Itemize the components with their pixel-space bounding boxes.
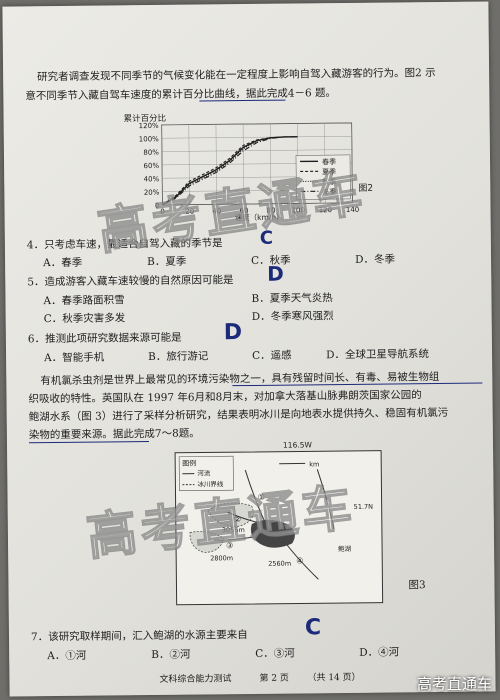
q5-handwritten-answer: D xyxy=(267,261,284,286)
passage2-line2: 织吸收的特性。英国队在 1997 年6月和8月末，对加拿大落基山脉弗朗茨国家公园… xyxy=(28,389,422,406)
series-line-2 xyxy=(162,136,298,206)
q5-stem: 5．造成游客入藏车速较慢的自然原因可能是 xyxy=(27,274,234,289)
footer-subject: 文科综合能力测试 xyxy=(159,674,232,685)
figure2-x-title: 速度（km/h） xyxy=(235,212,284,223)
q7-option-b[interactable]: B．②河 xyxy=(151,648,191,662)
latitude-label: 51.7N xyxy=(354,503,374,511)
q5-option-a[interactable]: A．春季路面积雪 xyxy=(43,294,125,308)
legend-label: 秋季 xyxy=(322,177,336,186)
q6-handwritten-answer: D xyxy=(223,320,243,346)
y-tick-label: 120% xyxy=(139,122,159,130)
legend-river-label: 河流 xyxy=(197,468,211,477)
figure3-caption: 图3 xyxy=(408,579,426,592)
longitude-label: 116.5W xyxy=(283,440,313,449)
handwritten-underline xyxy=(199,99,286,102)
elevation-1: 3055m xyxy=(222,526,245,534)
q5-option-d[interactable]: D．冬季寒风强烈 xyxy=(251,310,334,323)
river-5 xyxy=(316,469,335,530)
q4-option-d[interactable]: D．冬季 xyxy=(355,253,396,266)
y-gridline xyxy=(161,149,352,152)
handwritten-underline-3 xyxy=(28,441,149,444)
x-tick-label: 20 xyxy=(185,208,194,216)
footer-total: （共 14 页） xyxy=(307,672,361,684)
corner-watermark: 高考直通车 xyxy=(416,675,492,693)
x-gridline xyxy=(161,124,163,205)
marker-3: ③ xyxy=(226,541,233,550)
glacier-area-1 xyxy=(207,502,254,527)
figure2-y-title: 累计百分比 xyxy=(124,113,167,124)
x-gridline xyxy=(215,124,217,205)
x-tick-label: 140 xyxy=(346,206,359,214)
x-gridline xyxy=(188,124,190,205)
q7-handwritten-answer: C xyxy=(304,615,322,641)
legend-label: 春季 xyxy=(322,157,336,166)
river-4 xyxy=(285,543,319,580)
q4-option-b[interactable]: B．夏季 xyxy=(147,255,187,269)
y-gridline xyxy=(161,122,352,126)
q6-option-c[interactable]: C．遥感 xyxy=(252,349,292,362)
figure2-caption: 图2 xyxy=(358,183,373,194)
scale-label: km xyxy=(309,460,319,468)
y-tick-label: 100% xyxy=(139,135,159,143)
marker-2: ② xyxy=(234,515,241,524)
q7-option-d[interactable]: D．④河 xyxy=(359,646,400,659)
lake-label: 鲍湖 xyxy=(338,544,352,553)
legend-label: 夏季 xyxy=(322,167,336,176)
y-tick-label: 40% xyxy=(144,175,160,183)
marker-4: ④ xyxy=(296,556,303,565)
y-tick-label: 20% xyxy=(144,189,160,197)
footer-page: 第 2 页 xyxy=(259,673,289,684)
legend-title: 图例 xyxy=(182,459,196,468)
legend-glacier-label: 冰川界线 xyxy=(197,479,224,488)
y-tick-label: 80% xyxy=(143,149,159,157)
figure2-chart: 累计百分比 0 20% 40% 60% 80% 100% 120% 0 20 40 60 80 100 1… xyxy=(124,113,374,223)
bow-lake xyxy=(250,519,295,548)
y-tick-label: 0 xyxy=(155,202,160,210)
q5-option-c[interactable]: C．秋季灾害多发 xyxy=(43,312,126,326)
q7-option-a[interactable]: A．①河 xyxy=(47,649,87,663)
x-tick-label: 120 xyxy=(319,206,332,214)
passage1-line2: 意不同季节入藏自驾车速度的累计百分比曲线，据此完成4－6 题。 xyxy=(25,87,337,103)
q7-stem: 7．该研究取样期间，汇入鲍湖的水源主要来自 xyxy=(30,629,248,644)
legend-box xyxy=(295,154,351,200)
passage1-line1: 研究者调查发现不同季节的气候变化能在一定程度上影响自驾入藏游客的行为。图2 示 xyxy=(37,67,436,84)
y-gridline xyxy=(161,136,352,139)
q6-option-b[interactable]: B．旅行游记 xyxy=(148,350,209,364)
series-line-4 xyxy=(162,136,298,206)
q4-option-a[interactable]: A．春季 xyxy=(43,256,83,270)
map-legend-box xyxy=(178,455,234,492)
elevation-3: 2560m xyxy=(268,560,291,568)
y-gridline xyxy=(162,202,353,206)
legend-label: 冬季 xyxy=(322,187,336,196)
x-tick-label: 60 xyxy=(239,207,248,215)
q5-option-b[interactable]: B．夏季天气炎热 xyxy=(251,292,333,305)
q6-stem: 6．推测此项研究数据来源可能是 xyxy=(27,331,182,346)
marker-1: ① xyxy=(258,493,265,502)
x-tick-label: 40 xyxy=(212,207,221,215)
x-tick-label: 80 xyxy=(267,207,276,215)
elevation-2: 2800m xyxy=(210,554,233,562)
x-tick-label: 100 xyxy=(292,206,305,214)
x-tick-label: 0 xyxy=(160,208,165,216)
q7-option-c[interactable]: C．③河 xyxy=(255,647,295,660)
x-gridline xyxy=(351,122,353,203)
figure3-map: 116.5W 图例 河流 冰川界线 km 51.7N 3055m 2800m 2… xyxy=(174,440,384,606)
q6-option-a[interactable]: A．智能手机 xyxy=(44,351,105,365)
y-tick-label: 60% xyxy=(143,162,159,170)
x-gridline xyxy=(242,124,245,205)
passage2-line3: 鲍湖水系（图 3）进行了采样分析研究，结果表明冰川是向地表水提供持久、稳固有机氯… xyxy=(28,406,449,424)
glacier-area-2 xyxy=(189,531,225,553)
q6-option-d[interactable]: D．全球卫星导航系统 xyxy=(326,348,430,362)
